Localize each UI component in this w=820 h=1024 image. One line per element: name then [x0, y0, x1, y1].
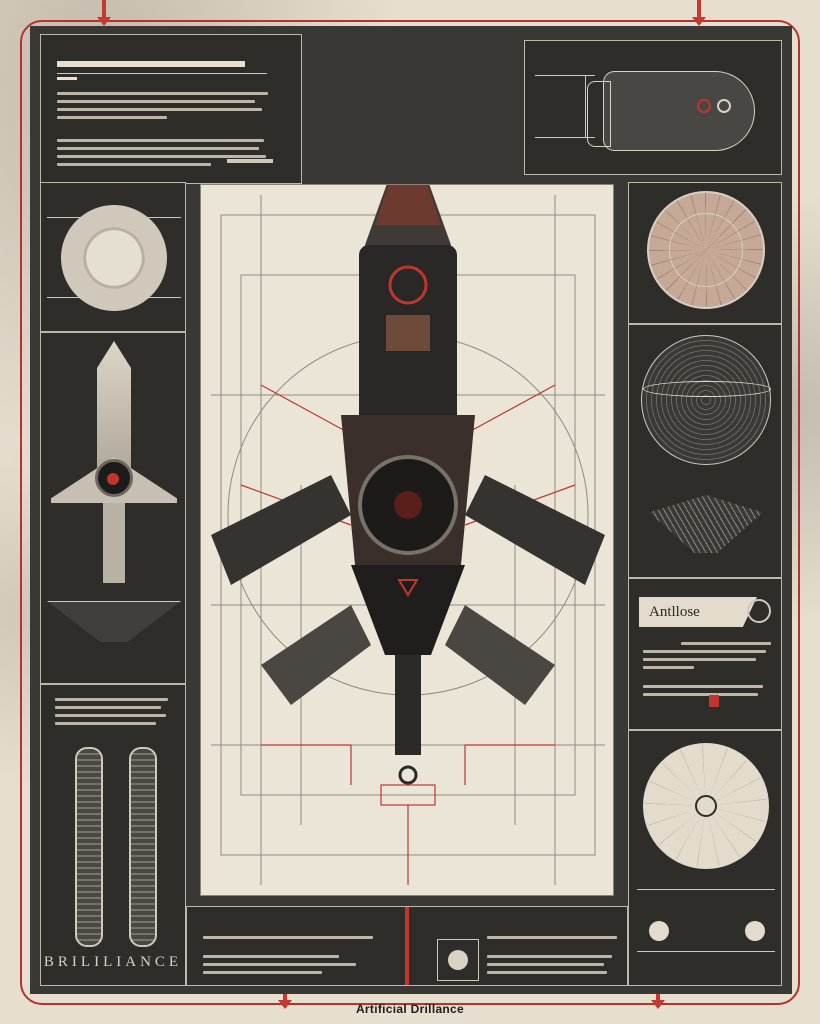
right-dial-panel — [628, 730, 782, 986]
rule — [57, 73, 267, 74]
reel-right — [745, 921, 765, 941]
text-block — [57, 87, 277, 171]
left-dome-panel — [40, 182, 186, 332]
dial-hub — [695, 795, 717, 817]
left-shuttle-panel — [40, 332, 186, 684]
red-outer-frame — [20, 20, 800, 1005]
right-spec-panel: Antllose — [628, 578, 782, 730]
shuttle-tail — [103, 503, 125, 583]
signature-mark — [227, 159, 273, 163]
poster-board: BRILILIANCE — [30, 26, 792, 994]
radar-ring — [669, 213, 743, 287]
red-center-line — [405, 907, 409, 985]
left-tank — [75, 747, 103, 947]
top-right-red-marker — [692, 0, 706, 26]
dome-hemisphere — [641, 335, 771, 465]
title-bar — [57, 61, 245, 67]
right-tank — [129, 747, 157, 947]
rocket-main — [341, 185, 475, 565]
sphere-box — [437, 939, 479, 981]
bottom-spec-strip — [186, 906, 628, 986]
red-indicator — [709, 695, 719, 707]
capsule-body — [603, 71, 755, 151]
top-left-text-panel — [40, 34, 302, 184]
reel-left — [649, 921, 669, 941]
engine-ring — [587, 81, 611, 147]
bottom-left-red-marker — [278, 985, 292, 1009]
emblem-icon — [747, 599, 771, 623]
brilliance-label: BRILILIANCE — [43, 954, 183, 970]
poster-title: Artificial Drillance — [355, 1002, 465, 1016]
dome-rim — [643, 381, 771, 397]
red-core-icon — [107, 473, 119, 485]
antllose-tag: Antllose — [639, 597, 757, 627]
dome-disc — [61, 205, 167, 311]
base-platform — [47, 601, 181, 642]
center-blueprint-panel — [200, 184, 614, 896]
spacecraft-blueprint — [211, 185, 605, 885]
wing-plan — [649, 495, 763, 553]
rule-short — [57, 77, 77, 80]
bottom-right-red-marker — [651, 985, 665, 1009]
red-port-icon — [697, 99, 711, 113]
top-left-red-marker — [97, 0, 111, 26]
port-icon — [717, 99, 731, 113]
right-dome-panel — [628, 324, 782, 578]
right-radar-panel — [628, 182, 782, 324]
top-right-schematic-panel — [524, 40, 782, 175]
left-tanks-panel: BRILILIANCE — [40, 684, 186, 986]
